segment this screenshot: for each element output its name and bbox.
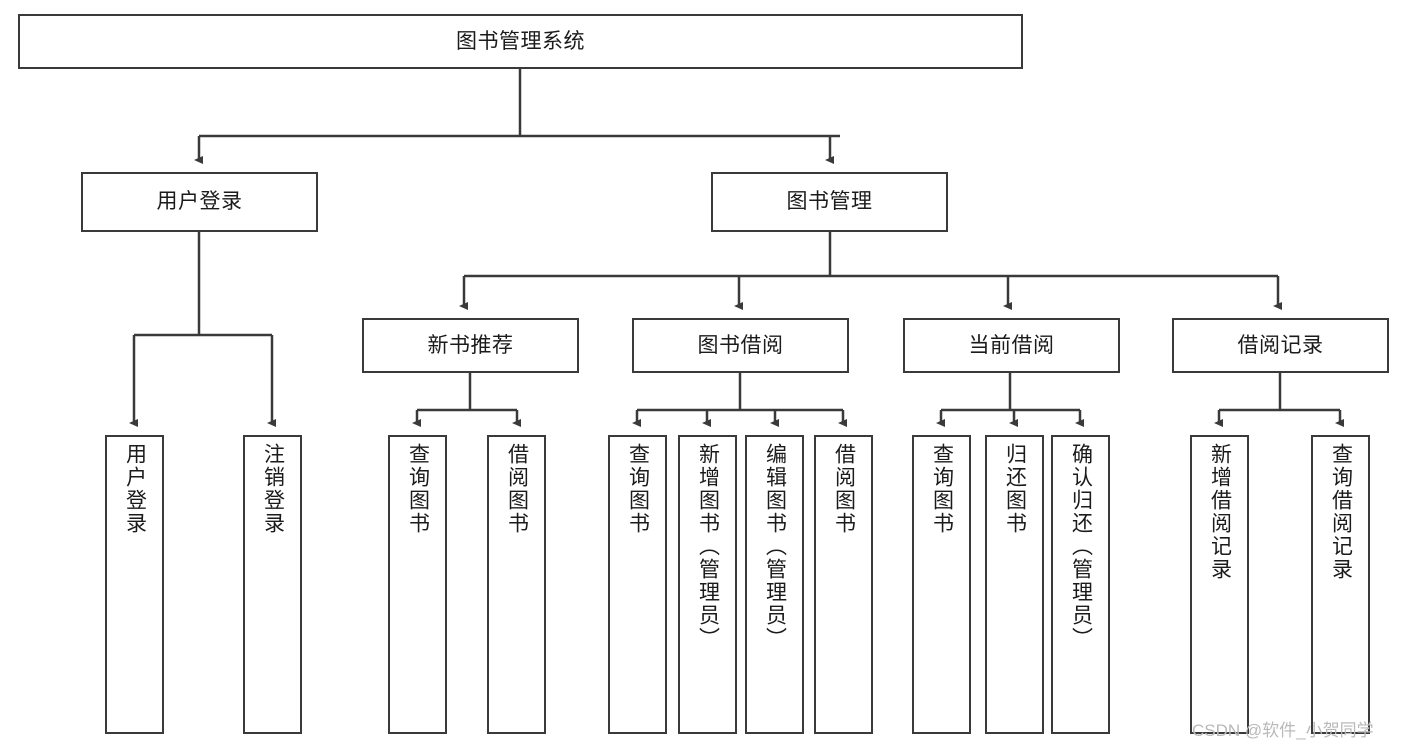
node-book-management-label: 图书管理 [786, 190, 873, 214]
leaf-confirm-return-admin[interactable]: 确认归还（管理员） [1051, 435, 1110, 734]
node-borrow-record-label: 借阅记录 [1237, 333, 1324, 357]
leaf-user-login-label: 用户登录 [123, 443, 147, 535]
node-book-borrow-label: 图书借阅 [697, 333, 784, 357]
node-current-borrow[interactable]: 当前借阅 [903, 318, 1120, 373]
leaf-query-book-borrow[interactable]: 查询图书 [608, 435, 667, 734]
leaf-edit-book-admin[interactable]: 编辑图书（管理员） [745, 435, 804, 734]
node-user-login-label: 用户登录 [156, 190, 243, 214]
node-borrow-record[interactable]: 借阅记录 [1172, 318, 1389, 373]
node-user-login[interactable]: 用户登录 [81, 172, 318, 232]
leaf-user-logout-label: 注销登录 [261, 443, 285, 535]
leaf-borrow-book-recommend[interactable]: 借阅图书 [487, 435, 546, 734]
leaf-query-book-current-label: 查询图书 [930, 443, 954, 535]
node-book-borrow[interactable]: 图书借阅 [632, 318, 849, 373]
leaf-query-book-current[interactable]: 查询图书 [912, 435, 971, 734]
csdn-watermark: CSDN @软件_小贺同学 [1192, 721, 1374, 740]
leaf-borrow-book[interactable]: 借阅图书 [814, 435, 873, 734]
leaf-user-logout[interactable]: 注销登录 [243, 435, 302, 734]
leaf-return-book[interactable]: 归还图书 [985, 435, 1044, 734]
leaf-query-borrow-record[interactable]: 查询借阅记录 [1311, 435, 1370, 734]
node-current-borrow-label: 当前借阅 [968, 333, 1055, 357]
node-new-book-recommend[interactable]: 新书推荐 [362, 318, 579, 373]
leaf-query-book-borrow-label: 查询图书 [626, 443, 650, 535]
leaf-confirm-return-admin-label: 确认归还（管理员） [1069, 443, 1093, 650]
leaf-add-book-admin[interactable]: 新增图书（管理员） [678, 435, 737, 734]
leaf-edit-book-admin-label: 编辑图书（管理员） [763, 443, 787, 650]
leaf-borrow-book-recommend-label: 借阅图书 [505, 443, 529, 535]
node-root[interactable]: 图书管理系统 [18, 14, 1023, 69]
leaf-query-borrow-record-label: 查询借阅记录 [1329, 443, 1353, 581]
leaf-add-borrow-record[interactable]: 新增借阅记录 [1190, 435, 1249, 734]
leaf-query-book-recommend-label: 查询图书 [406, 443, 430, 535]
leaf-borrow-book-label: 借阅图书 [832, 443, 856, 535]
leaf-add-book-admin-label: 新增图书（管理员） [696, 443, 720, 650]
leaf-add-borrow-record-label: 新增借阅记录 [1208, 443, 1232, 581]
node-book-management[interactable]: 图书管理 [711, 172, 948, 232]
leaf-return-book-label: 归还图书 [1003, 443, 1027, 535]
leaf-query-book-recommend[interactable]: 查询图书 [388, 435, 447, 734]
node-root-label: 图书管理系统 [456, 29, 585, 53]
node-new-book-recommend-label: 新书推荐 [427, 333, 514, 357]
leaf-user-login[interactable]: 用户登录 [105, 435, 164, 734]
